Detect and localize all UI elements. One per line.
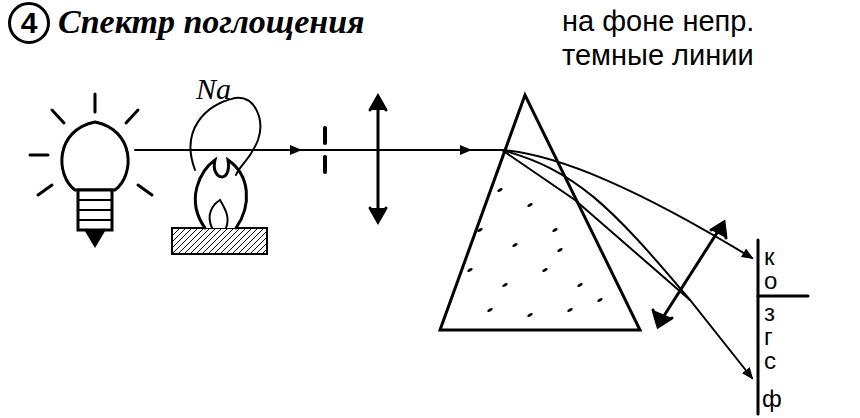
title: Спектр поглощения: [58, 0, 365, 44]
number-circle: 4: [8, 2, 50, 44]
scale-letter: с: [764, 348, 776, 374]
callout-number: 4: [21, 8, 38, 38]
scale-letter: к: [764, 244, 775, 270]
scale-letter: г: [764, 324, 773, 350]
scale-letter: о: [764, 268, 777, 294]
scale-letter: з: [764, 300, 775, 326]
note: на фоне непр. темные линии: [562, 4, 830, 72]
scale-letter: ф: [762, 386, 782, 412]
element-label: Na: [196, 72, 231, 106]
